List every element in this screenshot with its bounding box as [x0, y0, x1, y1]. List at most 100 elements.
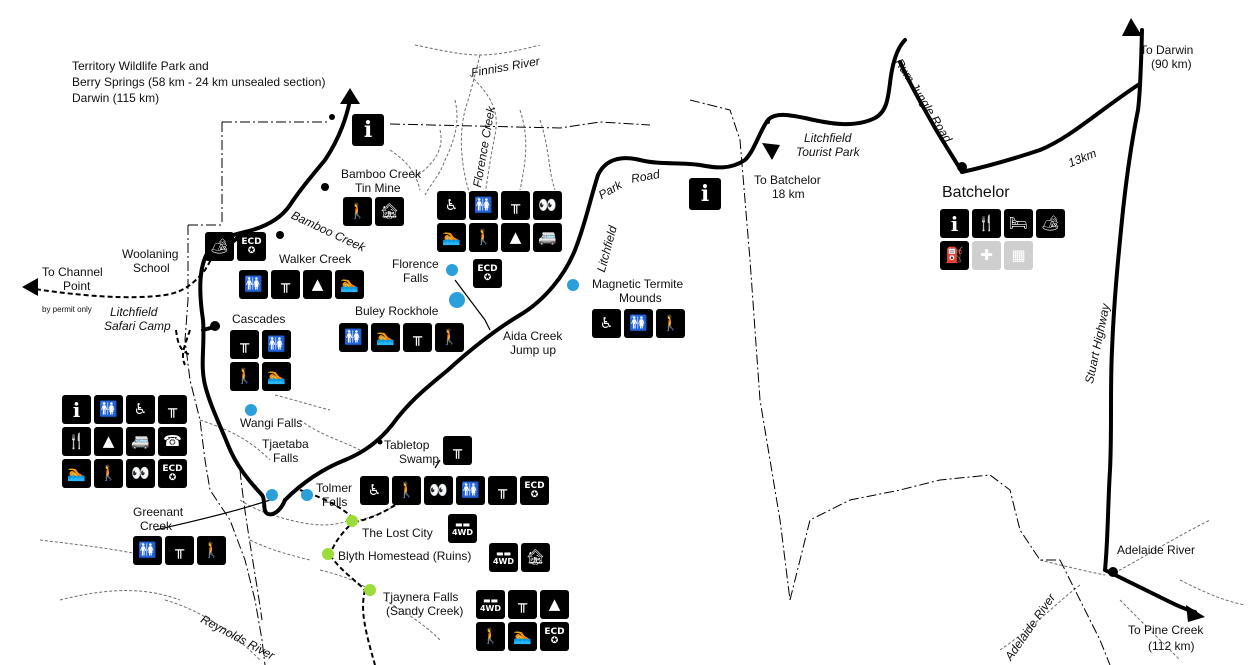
food-icon: 🍴: [972, 209, 1001, 238]
tolmer-label2: Falls: [322, 495, 348, 509]
viewpoint-icon: 👀: [533, 191, 562, 220]
ecd-symbol: ✪: [168, 472, 177, 483]
ruins-icon: 🏚: [375, 197, 404, 226]
viewpoint-icon: 👀: [424, 476, 453, 505]
termite-label2: Mounds: [619, 291, 662, 305]
4wd-icon: ▬▬4WD: [476, 590, 505, 619]
ecd-text: ECD: [544, 626, 565, 637]
4wd-car: ▬▬: [454, 519, 471, 529]
florence-facilities: ♿ 🚻 ╥ 👀 🏊 🚶 ▲ 🚐: [437, 191, 572, 252]
litchfield-tourist-park-label1: Litchfield: [804, 131, 852, 145]
camping-icon: ▲: [501, 223, 530, 252]
4wd-icon: ▬▬4WD: [448, 514, 477, 543]
batchelor-label: Batchelor: [942, 184, 1010, 201]
toilets-icon: 🚻: [456, 476, 485, 505]
swim-icon: 🏊: [508, 622, 537, 651]
safari-camp-label2: Safari Camp: [104, 319, 171, 333]
toilets-icon: 🚻: [133, 536, 162, 565]
caravan-icon: 🚐: [126, 427, 155, 456]
buley-facilities: 🚻 🏊 ╥ 🚶: [339, 323, 479, 352]
park-boundary: [184, 99, 1111, 665]
channel-point-label1: To Channel: [42, 265, 103, 279]
territory-label: Territory Wildlife Park and: [72, 59, 209, 73]
lost-city-label: The Lost City: [362, 526, 433, 540]
tjaetaba-label1: Tjaetaba: [262, 437, 309, 451]
wangi-facilities: i 🚻 ♿ ╥ 🍴 ▲ 🚐 ☎ 🏊 🚶 👀 ECD✪: [62, 395, 202, 488]
caravan-icon: 🚐: [533, 223, 562, 252]
blyth-site: [322, 548, 334, 560]
ecd-text: ECD: [477, 263, 498, 274]
channel-point-label2: Point: [63, 279, 91, 293]
walker-creek-label: Walker Creek: [279, 252, 352, 266]
picnic-icon: ╥: [271, 270, 300, 299]
4wd-car: ▬▬: [495, 548, 512, 558]
to-batchelor-label: To Batchelor: [754, 173, 821, 187]
ecd-text: ECD: [241, 236, 262, 247]
cascades-facilities: ╥ 🚻 🚶 🏊: [230, 330, 298, 391]
swim-icon: 🏊: [335, 270, 364, 299]
picnic-icon: ╥: [403, 323, 432, 352]
to-darwin-km-label: (90 km): [1151, 57, 1192, 71]
4wd-text: 4WD: [479, 603, 502, 613]
aida-creek-label1: Aida Creek: [503, 329, 563, 343]
bamboo-mine-label2: Tin Mine: [355, 181, 401, 195]
toilets-icon: 🚻: [339, 323, 368, 352]
tjaetaba-label2: Falls: [273, 451, 299, 465]
berry-springs-label: Berry Springs (58 km - 24 km unsealed se…: [72, 75, 326, 89]
info-icon[interactable]: i: [689, 178, 721, 210]
bamboo-mine-label1: Bamboo Creek: [341, 167, 422, 181]
walk-icon: 🚶: [435, 323, 464, 352]
phone-icon: ☎: [158, 427, 187, 456]
info-icon[interactable]: i: [352, 114, 384, 146]
wheelchair-icon: ♿: [592, 309, 621, 338]
walk-icon: 🚶: [230, 362, 259, 391]
wangi-falls-site: [245, 404, 257, 416]
tolmer-site: [301, 489, 313, 501]
greenant-label1: Greenant: [133, 505, 184, 519]
toilets-icon: 🚻: [94, 395, 123, 424]
tjaynera-site: [364, 584, 376, 596]
tabletop-facilities: ╥: [443, 436, 475, 465]
termite-facilities: ♿ 🚻 🚶: [592, 309, 694, 338]
4wd-text: 4WD: [451, 527, 474, 537]
walk-icon: 🚶: [476, 622, 505, 651]
tolmer-label1: Tolmer: [316, 481, 353, 495]
walk-icon: 🚶: [94, 459, 123, 488]
greenant-facilities: 🚻 ╥ 🚶: [133, 536, 238, 565]
wheelchair-icon: ♿: [126, 395, 155, 424]
florence-falls-label2: Falls: [403, 271, 429, 285]
ranger-icon: 🏕: [205, 232, 234, 261]
greenant-site: [266, 489, 278, 501]
to-batchelor-km-label: 18 km: [772, 187, 805, 201]
camping-icon: ▲: [540, 590, 569, 619]
buley-rockhole-label: Buley Rockhole: [355, 304, 439, 318]
walk-icon: 🚶: [392, 476, 421, 505]
woolaning-label2: School: [133, 261, 170, 275]
cascades-label: Cascades: [232, 312, 286, 326]
camping-icon: ▲: [94, 427, 123, 456]
safari-camp-label1: Litchfield: [110, 305, 158, 319]
info-icon: i: [940, 209, 969, 238]
wheelchair-icon: ♿: [360, 476, 389, 505]
swim-icon: 🏊: [262, 362, 291, 391]
walk-icon: 🚶: [656, 309, 685, 338]
tjaynera-facilities: ▬▬4WD ╥ ▲ 🚶 🏊 ECD✪: [476, 590, 581, 651]
wheelchair-icon: ♿: [437, 191, 466, 220]
tolmer-facilities: ♿ 🚶 👀 🚻 ╥ ECD✪: [360, 476, 570, 505]
toilets-icon: 🚻: [239, 270, 268, 299]
greenant-label2: Creek: [140, 519, 173, 533]
litchfield-tourist-park-label2: Tourist Park: [796, 145, 860, 159]
checkered-icon: ▦: [1004, 241, 1033, 270]
florence-ecd: ECD✪: [473, 259, 505, 288]
florence-falls-site: [446, 264, 458, 276]
florence-falls-label1: Florence: [392, 257, 439, 271]
ecd-icon: ECD✪: [540, 622, 569, 651]
toilets-icon: 🚻: [469, 191, 498, 220]
magnetic-termite-site: [567, 279, 579, 291]
blyth-label: Blyth Homestead (Ruins): [338, 549, 472, 563]
ecd-symbol: ✪: [483, 272, 492, 283]
swim-icon: 🏊: [62, 459, 91, 488]
4wd-car: ▬▬: [482, 595, 499, 605]
toilets-icon: 🚻: [262, 330, 291, 359]
